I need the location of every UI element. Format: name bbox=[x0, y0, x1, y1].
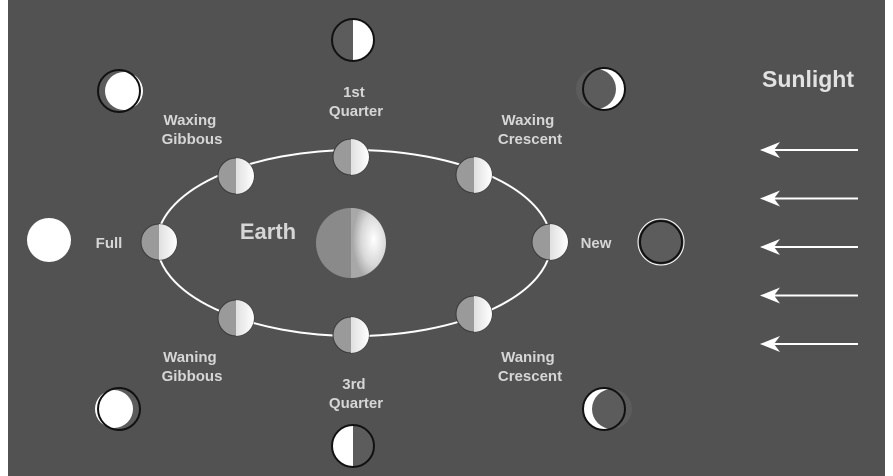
earth-label: Earth bbox=[240, 219, 296, 244]
sunlight-title: Sunlight bbox=[762, 66, 854, 92]
orbit-moon-first-quarter bbox=[333, 139, 369, 175]
earth bbox=[316, 208, 386, 278]
label-full: Full bbox=[96, 235, 123, 252]
phase-moon-new bbox=[638, 219, 684, 265]
label-new: New bbox=[581, 235, 612, 252]
orbit-moon-waning-crescent bbox=[456, 296, 492, 332]
orbit-moon-third-quarter bbox=[333, 317, 369, 353]
phase-moon-waxing-crescent bbox=[576, 68, 625, 110]
orbit-moon-waxing-crescent bbox=[456, 157, 492, 193]
orbit-moon-new bbox=[532, 224, 568, 260]
orbit-moon-full bbox=[141, 224, 177, 260]
orbit-moon-waxing-gibbous bbox=[218, 158, 254, 194]
phase-moon-waning-crescent bbox=[583, 388, 632, 430]
orbit-moon-waning-gibbous bbox=[218, 300, 254, 336]
phase-moon-first-quarter bbox=[332, 19, 374, 61]
phase-moon-full bbox=[27, 218, 71, 262]
phase-moon-third-quarter bbox=[332, 425, 374, 467]
